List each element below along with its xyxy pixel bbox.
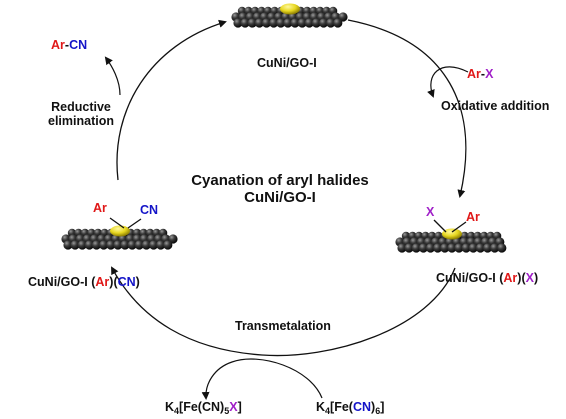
sheet-atom	[120, 240, 130, 250]
left-cn-group: CN	[140, 203, 159, 217]
title-line-1: Cyanation of aryl halides	[191, 172, 369, 189]
sheet-atom	[404, 243, 414, 253]
sheet-atom	[91, 240, 102, 250]
step-reductive-elimination: Reductive elimination	[48, 100, 114, 128]
sheet-atom	[454, 243, 464, 253]
sheet-atom	[261, 18, 272, 28]
sheet-atom	[418, 243, 428, 253]
left-ar-group: Ar	[93, 201, 107, 215]
sheet-atom	[425, 243, 436, 253]
sheet-atom	[70, 240, 80, 250]
sheet-atom	[297, 18, 307, 28]
sheet-atom	[333, 18, 343, 28]
sheet-atom	[397, 243, 407, 253]
cycle-arrow-left	[116, 19, 227, 181]
sheet-atom	[468, 243, 478, 253]
sheet-atom	[338, 12, 348, 22]
sheet-atom	[168, 234, 178, 244]
cyanide-source-label: K4[Fe(CN)6]	[316, 400, 385, 416]
sheet-atom	[276, 18, 286, 28]
metal-center	[442, 228, 462, 240]
sheet-atom	[411, 243, 421, 253]
metal-center	[110, 225, 130, 237]
sheet-atom	[127, 240, 137, 250]
right-complex-label: CuNi/GO-I (Ar)(X)	[436, 271, 539, 285]
transmetalation-arrow	[201, 358, 323, 400]
catalyst-top-label: CuNi/GO-I	[257, 56, 317, 70]
sheet-atom	[490, 243, 500, 253]
sheet-atom	[141, 240, 151, 250]
product-ar: Ar	[51, 38, 65, 52]
sheet-atom	[440, 243, 450, 253]
sheet-atom	[290, 18, 300, 28]
diagram-title: Cyanation of aryl halides CuNi/GO-I	[160, 172, 400, 206]
sheet-atom	[497, 243, 507, 253]
catalyst-sheet-top	[231, 3, 348, 28]
step-transmetalation: Transmetalation	[235, 319, 331, 333]
sheet-atom	[134, 240, 144, 250]
metal-center	[280, 3, 300, 15]
sheet-atom	[149, 240, 159, 250]
title-line-2: CuNi/GO-I	[244, 189, 316, 206]
bond-ar-right	[451, 221, 467, 233]
product-label: Ar-CN	[51, 38, 88, 52]
sheet-atom	[156, 240, 166, 250]
byproduct-label: K4[Fe(CN)5X]	[165, 400, 242, 416]
catalyst-sheet-left	[61, 225, 178, 250]
sheet-atom	[113, 240, 123, 250]
sheet-atom	[63, 240, 73, 250]
substrate-in-arrow	[427, 66, 469, 98]
bond-ar-left	[109, 217, 125, 229]
left-complex-label: CuNi/GO-I (Ar)(CN)	[28, 275, 140, 289]
sheet-atom	[247, 18, 257, 28]
sheet-atom	[461, 243, 471, 253]
sheet-atom	[433, 243, 443, 253]
bond-x-right	[433, 219, 447, 233]
substrate-label: Ar-X	[467, 67, 494, 81]
substrate-x: X	[485, 67, 494, 81]
bond-cn-left	[127, 218, 142, 229]
cycle-arrow-top-right	[347, 19, 467, 198]
sheet-atom	[99, 240, 109, 250]
cycle-arrow-bottom	[111, 266, 456, 357]
sheet-atom	[254, 18, 264, 28]
substrate-ar: Ar	[467, 67, 481, 81]
sheet-atom	[163, 240, 173, 250]
sheet-atom	[77, 240, 87, 250]
sheet-atom	[233, 18, 243, 28]
catalyst-sheet-right	[395, 228, 507, 253]
sheet-atom	[311, 18, 321, 28]
sheet-atom	[84, 240, 94, 250]
sheet-atom	[283, 18, 293, 28]
sheet-atom	[326, 18, 336, 28]
sheet-atom	[304, 18, 314, 28]
product-cn: CN	[69, 38, 88, 52]
sheet-atom	[483, 243, 493, 253]
sheet-atom	[240, 18, 250, 28]
sheet-atom	[475, 243, 485, 253]
sheet-atom	[269, 18, 279, 28]
step-oxidative-addition: Oxidative addition	[441, 99, 550, 113]
right-ar-group: Ar	[466, 210, 480, 224]
sheet-atom	[106, 240, 116, 250]
sheet-atom	[447, 243, 457, 253]
product-out-arrow	[104, 56, 121, 96]
sheet-atom	[319, 18, 329, 28]
right-x-group: X	[426, 205, 435, 219]
